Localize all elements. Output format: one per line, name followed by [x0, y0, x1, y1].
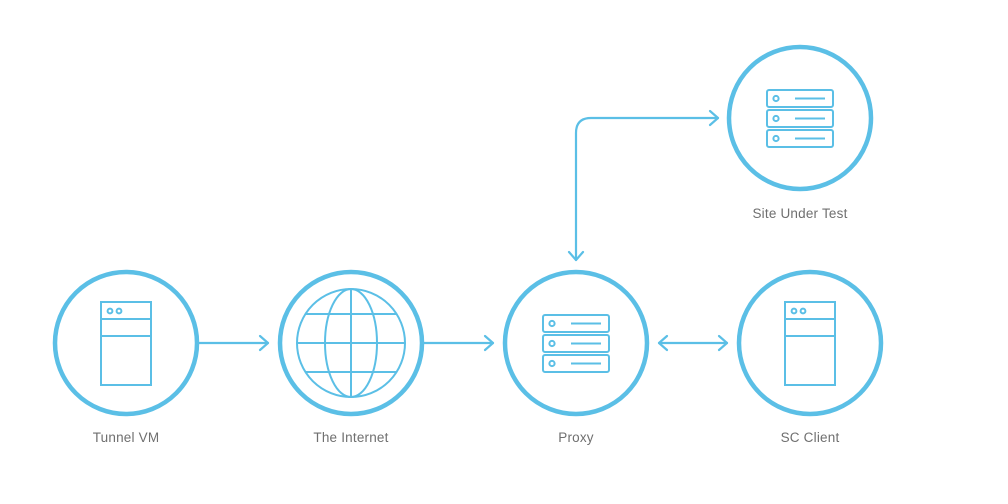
- node-proxy: Proxy: [502, 269, 650, 445]
- node-the-internet: The Internet: [277, 269, 425, 445]
- globe-icon: [296, 288, 406, 398]
- node-circle: [52, 269, 200, 417]
- arrow-proxy-to-site-under-test: [567, 109, 720, 262]
- node-site-under-test: Site Under Test: [726, 44, 874, 221]
- node-label: Tunnel VM: [93, 430, 160, 445]
- arrow-proxy-to-sc-client: [657, 334, 729, 352]
- connections: [197, 109, 729, 352]
- node-label: Proxy: [558, 430, 594, 445]
- node-label: The Internet: [313, 430, 388, 445]
- node-circle: [736, 269, 884, 417]
- arrow-internet-to-proxy: [422, 334, 495, 352]
- tower-server-icon: [100, 301, 152, 386]
- rack-server-icon: [542, 314, 610, 373]
- node-sc-client: SC Client: [736, 269, 884, 445]
- node-tunnel-vm: Tunnel VM: [52, 269, 200, 445]
- node-label: Site Under Test: [752, 206, 847, 221]
- node-label: SC Client: [781, 430, 840, 445]
- rack-server-icon: [766, 89, 834, 148]
- tower-server-icon: [784, 301, 836, 386]
- arrow-tunnel-vm-to-internet: [197, 334, 270, 352]
